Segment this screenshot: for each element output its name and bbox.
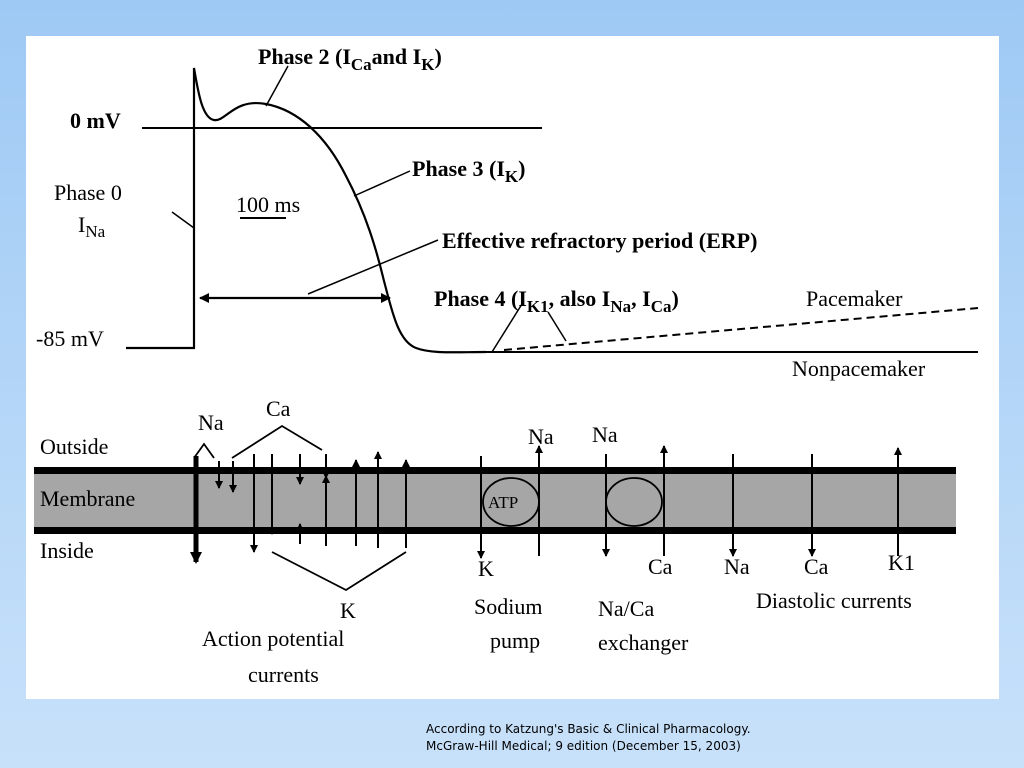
ap-ca-label: Ca (266, 396, 291, 421)
membrane-label: Membrane (40, 486, 135, 511)
k-bracket (271, 551, 407, 592)
pacemaker-depolarization (503, 307, 979, 351)
citation-line-2: McGraw-Hill Medical; 9 edition (December… (426, 739, 741, 753)
membrane-inner-edge (34, 527, 956, 534)
diastolic-na-label: Na (724, 554, 750, 579)
ap-currents-label-2: currents (248, 662, 319, 687)
phase4-leader-2 (547, 311, 567, 342)
figure-panel (26, 36, 999, 699)
diastolic-currents-label: Diastolic currents (756, 588, 912, 613)
ap-currents-label-1: Action potential (202, 626, 344, 651)
erp-leader (307, 239, 439, 295)
phase0-label: Phase 0 (54, 180, 122, 205)
pacemaker-label: Pacemaker (806, 286, 903, 311)
citation-line-1: According to Katzung's Basic & Clinical … (426, 722, 751, 736)
action-potential-diagram: 0 mV -85 mV Phase 0 INa Phase 2 (ICaand … (34, 44, 979, 687)
phase0-current-label: INa (78, 212, 106, 241)
sodium-pump-label-1: Sodium (474, 594, 542, 619)
phase2-leader (265, 65, 289, 107)
phase4-label: Phase 4 (IK1, also INa, ICa) (434, 286, 679, 316)
phase4-leader-1 (491, 303, 523, 353)
ca-bracket (231, 424, 323, 459)
phase3-leader (353, 170, 411, 197)
scale-bar-label: 100 ms (236, 192, 300, 217)
membrane-diagram: Outside Membrane Inside Na Ca K Action p… (34, 396, 956, 687)
exchanger-label-1: Na/Ca (598, 596, 654, 621)
action-potential-plot: 0 mV -85 mV Phase 0 INa Phase 2 (ICaand … (36, 44, 979, 381)
ap-k-label: K (340, 598, 356, 623)
erp-label: Effective refractory period (ERP) (442, 228, 757, 253)
membrane-outer-edge (34, 467, 956, 474)
zero-mv-label: 0 mV (70, 108, 121, 133)
pump-k-label: K (478, 556, 494, 581)
ap-na-label: Na (198, 410, 224, 435)
phase0-leader (171, 211, 195, 229)
na-bracket (193, 442, 215, 459)
action-potential-trace (126, 67, 487, 354)
exchanger-na-label: Na (592, 422, 618, 447)
diastolic-k1-label: K1 (888, 550, 915, 575)
inside-label: Inside (40, 538, 94, 563)
citation: According to Katzung's Basic & Clinical … (426, 721, 986, 755)
pump-na-label: Na (528, 424, 554, 449)
exchanger-ca-label: Ca (648, 554, 673, 579)
diastolic-ca-label: Ca (804, 554, 829, 579)
minus85-mv-label: -85 mV (36, 326, 104, 351)
nonpacemaker-label: Nonpacemaker (792, 356, 926, 381)
exchanger-label-2: exchanger (598, 630, 689, 655)
sodium-pump-label-2: pump (490, 628, 540, 653)
atp-label: ATP (488, 493, 518, 512)
outside-label: Outside (40, 434, 108, 459)
phase2-label: Phase 2 (ICaand IK) (258, 44, 442, 74)
phase3-label: Phase 3 (IK) (412, 156, 525, 186)
